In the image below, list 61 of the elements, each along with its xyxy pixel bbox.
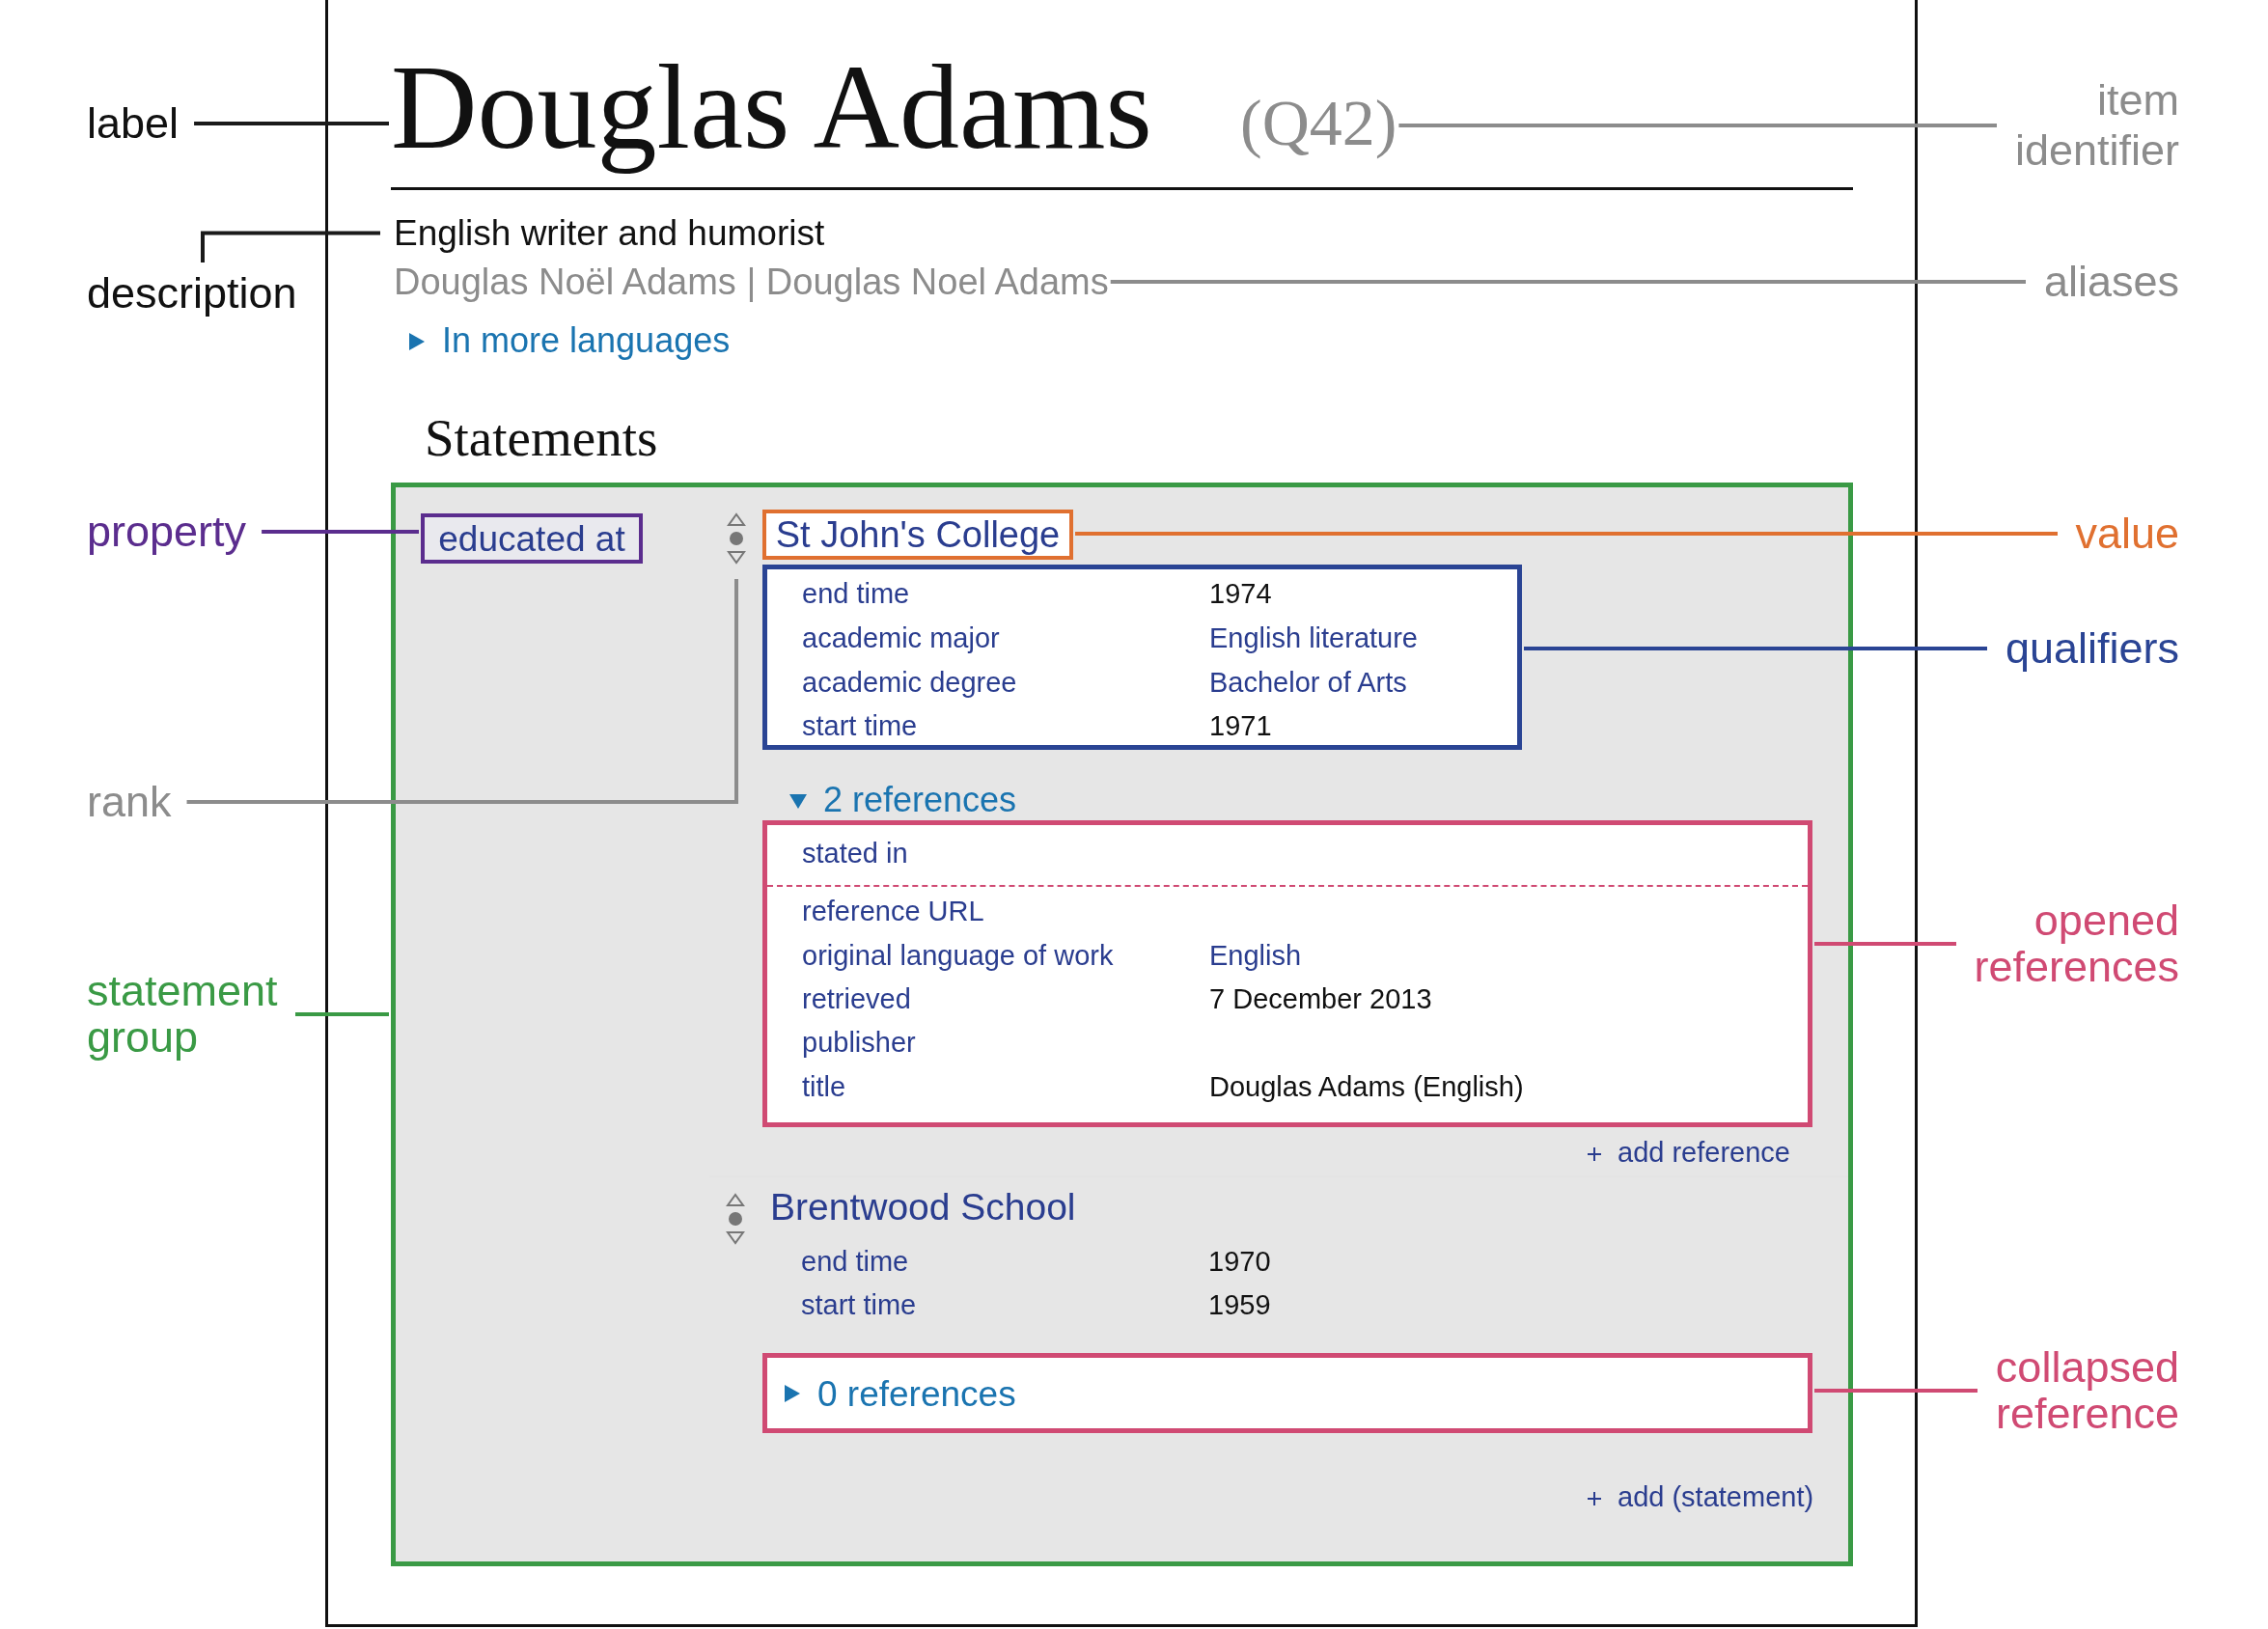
references-highlight-box (762, 820, 1812, 1127)
property-value: 1971 (1209, 709, 1272, 742)
qualifiers-highlight-box (762, 565, 1522, 750)
property-name: retrieved (802, 982, 911, 1015)
value-highlight-box: St John's College (762, 510, 1073, 560)
leader-line (1524, 647, 1987, 650)
annotation-label: opened references (1972, 897, 2179, 990)
annotation-label: description (87, 268, 297, 318)
leader-line (201, 231, 380, 262)
leader-line (1398, 124, 1997, 127)
leader-line (262, 530, 419, 534)
leader-line (186, 579, 738, 804)
add-reference-link: add reference (1618, 1137, 1790, 1169)
property-name: end time (801, 1246, 909, 1278)
property-name: academic degree (802, 666, 1017, 699)
item-label-heading: Douglas Adams (391, 39, 1152, 177)
annotation-label: label (87, 98, 180, 149)
property-name: academic major (802, 621, 1000, 654)
item-identifier: (Q42) (1240, 85, 1397, 160)
leader-line (194, 122, 389, 125)
property-name: start time (802, 709, 918, 742)
annotation-label: property (87, 507, 247, 557)
property-value: 7 December 2013 (1209, 982, 1432, 1015)
property-name: stated in (802, 837, 908, 870)
description-text: English writer and humorist (394, 212, 825, 254)
annotation-label: value (2073, 509, 2179, 559)
annotation-label: rank (87, 777, 172, 827)
property-value: 1970 (1208, 1246, 1271, 1278)
property-value: 1959 (1208, 1289, 1271, 1321)
property-name: start time (801, 1289, 917, 1321)
property-name: original language of work (802, 939, 1114, 972)
annotation-label: collapsed reference (1993, 1344, 2179, 1437)
leader-line (1075, 532, 2058, 536)
section-heading: Statements (425, 407, 658, 468)
leader-line (1814, 1389, 1978, 1393)
leader-line (1814, 942, 1956, 946)
annotation-label: aliases (2041, 257, 2179, 307)
expand-link: In more languages (442, 320, 731, 360)
property-value: 1974 (1209, 577, 1272, 610)
references-toggle-link: 0 references (817, 1373, 1016, 1415)
rank-icon (724, 511, 749, 566)
property-highlight-box: educated at (421, 513, 643, 564)
value-link: Brentwood School (770, 1185, 1076, 1229)
property-value: Douglas Adams (English) (1209, 1070, 1524, 1103)
collapsed-reference-box (762, 1353, 1812, 1433)
aliases-text: Douglas Noël Adams | Douglas Noel Adams (394, 261, 1109, 303)
property-value: Bachelor of Arts (1209, 666, 1407, 699)
property-value: English (1209, 939, 1302, 972)
statement-group-box (391, 483, 1853, 1566)
annotation-label: item identifier (2012, 75, 2179, 176)
leader-line (295, 1012, 389, 1016)
annotation-label: qualifiers (2003, 623, 2179, 674)
leader-line (1110, 280, 2026, 284)
property-value: English literature (1209, 621, 1418, 654)
references-toggle-link: 2 references (823, 780, 1017, 819)
property-name: end time (802, 577, 910, 610)
annotation-label: statement group (87, 968, 280, 1061)
add-statement-link: add (statement) (1618, 1481, 1814, 1513)
property-name: reference URL (802, 895, 984, 927)
property-name: publisher (802, 1026, 916, 1059)
property-name: title (802, 1070, 846, 1103)
